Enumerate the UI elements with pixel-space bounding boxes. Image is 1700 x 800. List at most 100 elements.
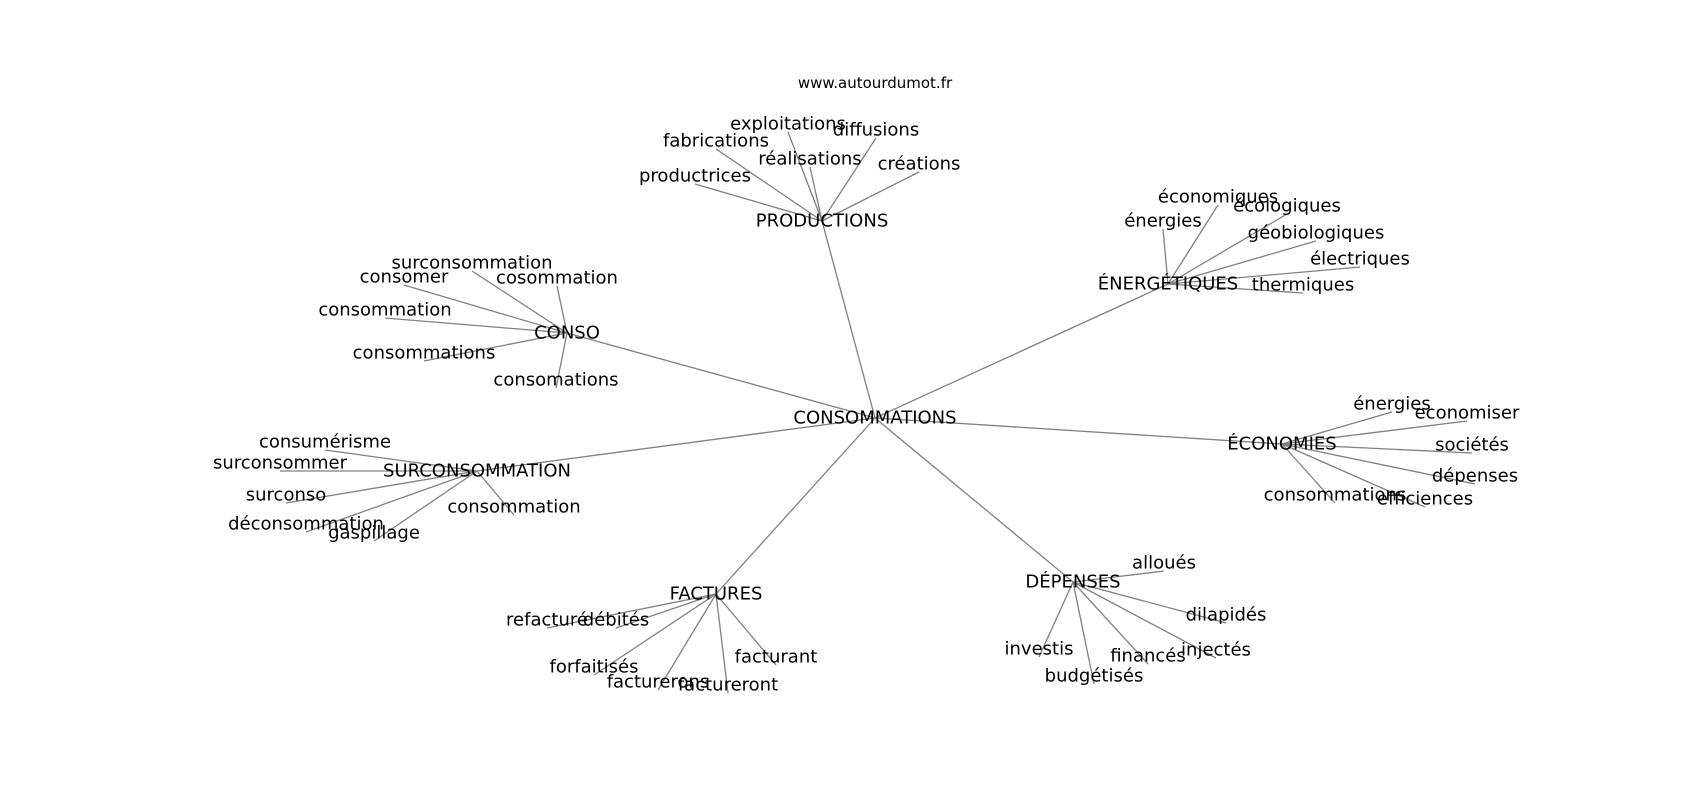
edge-4-2 [285,470,478,504]
edge-4-3 [305,470,478,533]
leaf-node: consommations [1264,485,1407,506]
watermark-text: www.autourdumot.fr [798,74,953,92]
hub-node: SURCONSOMMATION [383,461,571,482]
edge-0-3 [809,166,823,222]
labels-layer: www.autourdumot.fr exploitationsdiffusio… [213,74,1520,696]
leaf-node: surconso [246,485,327,506]
edge-5-0 [546,593,717,629]
edge-4-4 [373,470,478,542]
edge-2-5 [555,332,568,389]
edge-0-4 [821,171,920,222]
leaf-node: consommations [353,343,496,364]
leaf-node: surconsommation [391,253,552,274]
leaf-node: investis [1005,639,1074,660]
leaf-node: consommation [318,300,451,321]
leaf-node: gaspillage [328,523,420,544]
leaf-node: surconsommer [213,453,348,474]
edge-root-to-6 [874,417,1074,583]
hub-node: DÉPENSES [1025,571,1120,593]
edge-3-0 [1281,411,1393,445]
leaf-node: cosommation [496,268,618,289]
leaf-node: economiser [1415,403,1520,424]
leaf-node: dilapidés [1186,605,1267,626]
edge-6-2 [1038,581,1074,658]
leaf-node: productrices [639,166,751,187]
leaf-node: déconsommation [228,514,384,535]
edge-5-1 [615,593,717,629]
leaf-node: écologiques [1233,196,1341,217]
hub-node: CONSO [534,323,600,344]
root-node: CONSOMMATIONS [793,408,956,429]
edge-2-4 [423,332,568,362]
leaf-node: diffusions [833,120,919,141]
leaf-node: consommation [447,497,580,518]
hub-node: PRODUCTIONS [756,211,889,232]
leaf-node: économiques [1158,187,1278,208]
leaf-node: consumérisme [259,432,391,453]
leaf-node: énergies [1353,394,1431,415]
edge-4-5 [476,470,515,516]
leaf-node: dépenses [1432,466,1518,487]
edge-6-0 [1072,570,1165,583]
leaf-node: financés [1110,646,1186,667]
leaf-node: créations [878,154,961,175]
edge-root-to-2 [566,332,876,419]
edge-5-4 [715,593,729,694]
leaf-node: thermiques [1252,275,1354,296]
edge-0-0 [787,131,823,222]
edge-root-to-0 [821,220,876,419]
edge-5-2 [593,593,717,676]
edge-5-3 [657,593,717,691]
leaf-node: débités [583,610,649,631]
edge-2-1 [403,284,568,334]
edge-2-3 [384,317,568,334]
edge-root-to-5 [715,417,876,595]
leaf-node: fabrications [663,131,769,152]
leaf-node: électriques [1310,249,1410,270]
edge-0-1 [821,137,877,222]
leaf-node: réalisations [758,149,861,170]
leaf-node: géobiologiques [1248,223,1385,244]
edge-3-4 [1281,443,1336,504]
edge-3-1 [1281,420,1468,445]
edge-3-5 [1281,443,1426,508]
edges-layer [280,131,1476,694]
edge-root-to-1 [874,283,1169,419]
edge-1-0 [1167,204,1219,285]
leaf-node: exploitations [730,114,846,135]
edge-3-3 [1281,443,1476,485]
edge-5-5 [715,593,777,666]
leaf-node: facturant [735,647,818,668]
leaf-node: sociétés [1435,435,1509,456]
edge-1-2 [1162,228,1169,285]
leaf-node: refacturé [506,610,588,631]
edge-3-2 [1281,443,1473,454]
leaf-node: consomations [493,370,618,391]
edge-6-3 [1072,581,1149,665]
edge-1-3 [1167,240,1317,285]
edge-1-4 [1167,266,1361,285]
hub-node: FACTURES [670,584,763,605]
edge-2-0 [471,270,568,334]
leaf-node: factureront [678,675,778,696]
edge-1-1 [1167,213,1288,285]
edge-0-5 [694,183,823,222]
edge-root-to-3 [874,417,1283,445]
leaf-node: alloués [1132,553,1196,574]
leaf-node: injectés [1181,640,1251,661]
leaf-node: énergies [1124,211,1202,232]
edge-0-2 [715,148,823,222]
edge-2-2 [556,285,568,334]
leaf-node: consomer [360,267,449,288]
edge-6-4 [1072,581,1217,659]
leaf-node: efficiences [1377,489,1473,510]
hub-node: ÉCONOMIES [1227,433,1336,455]
leaf-node: facturerons [607,672,710,693]
edge-6-1 [1072,581,1227,624]
leaf-node: forfaitisés [549,657,638,678]
edge-6-5 [1072,581,1095,685]
edge-4-0 [324,449,478,472]
hub-node: ÉNERGÉTIQUES [1098,273,1238,295]
edge-root-to-4 [476,417,876,472]
